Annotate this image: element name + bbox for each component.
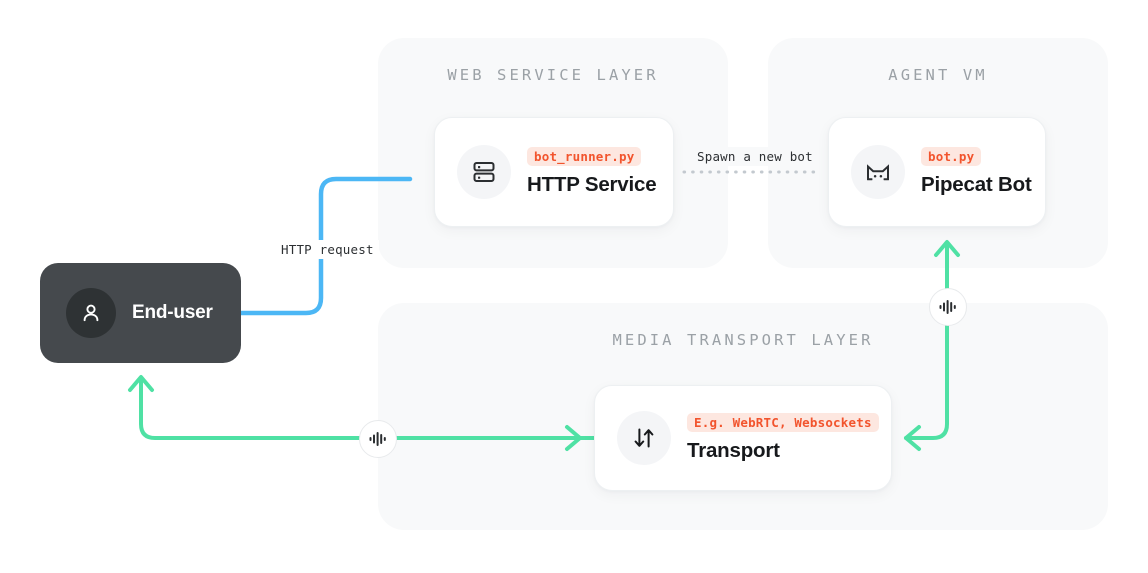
connector-label-http-request: HTTP request xyxy=(276,240,379,259)
card-title-transport: Transport xyxy=(687,439,780,462)
node-label-end-user: End-user xyxy=(132,302,213,323)
card-title-http-service: HTTP Service xyxy=(527,173,657,196)
card-text-transport: E.g. WebRTC, Websockets Transport xyxy=(687,413,879,463)
updown-arrows-icon-wrapper xyxy=(617,411,671,465)
panel-title-media-transport-layer: MEDIA TRANSPORT LAYER xyxy=(612,331,874,349)
server-icon xyxy=(473,162,495,183)
cat-icon-wrapper xyxy=(851,145,905,199)
card-title-pipecat-bot: Pipecat Bot xyxy=(921,173,1032,196)
audio-waveform-icon xyxy=(369,432,386,446)
card-text-http-service: bot_runner.py HTTP Service xyxy=(527,147,657,197)
server-icon-wrapper xyxy=(457,145,511,199)
card-pipecat-bot[interactable]: bot.py Pipecat Bot xyxy=(828,117,1046,227)
person-icon xyxy=(83,304,99,322)
panel-title-web-service-layer: WEB SERVICE LAYER xyxy=(447,66,659,84)
card-http-service[interactable]: bot_runner.py HTTP Service xyxy=(434,117,674,227)
arrowhead-into-end-user xyxy=(128,375,154,392)
audio-waveform-badge-right xyxy=(929,288,967,326)
card-text-pipecat-bot: bot.py Pipecat Bot xyxy=(921,147,1032,197)
panel-title-agent-vm: AGENT VM xyxy=(888,66,988,84)
badge-bot-runner-py: bot_runner.py xyxy=(527,147,642,166)
badge-transport-examples: E.g. WebRTC, Websockets xyxy=(687,413,879,432)
audio-waveform-badge-left xyxy=(359,420,397,458)
connector-label-spawn-bot: Spawn a new bot xyxy=(692,147,818,166)
card-transport[interactable]: E.g. WebRTC, Websockets Transport xyxy=(594,385,892,491)
cat-icon xyxy=(867,164,889,181)
badge-bot-py: bot.py xyxy=(921,147,982,166)
avatar xyxy=(66,288,116,338)
audio-waveform-icon xyxy=(939,300,956,314)
updown-arrows-icon xyxy=(634,428,654,448)
node-end-user[interactable]: End-user xyxy=(40,263,241,363)
